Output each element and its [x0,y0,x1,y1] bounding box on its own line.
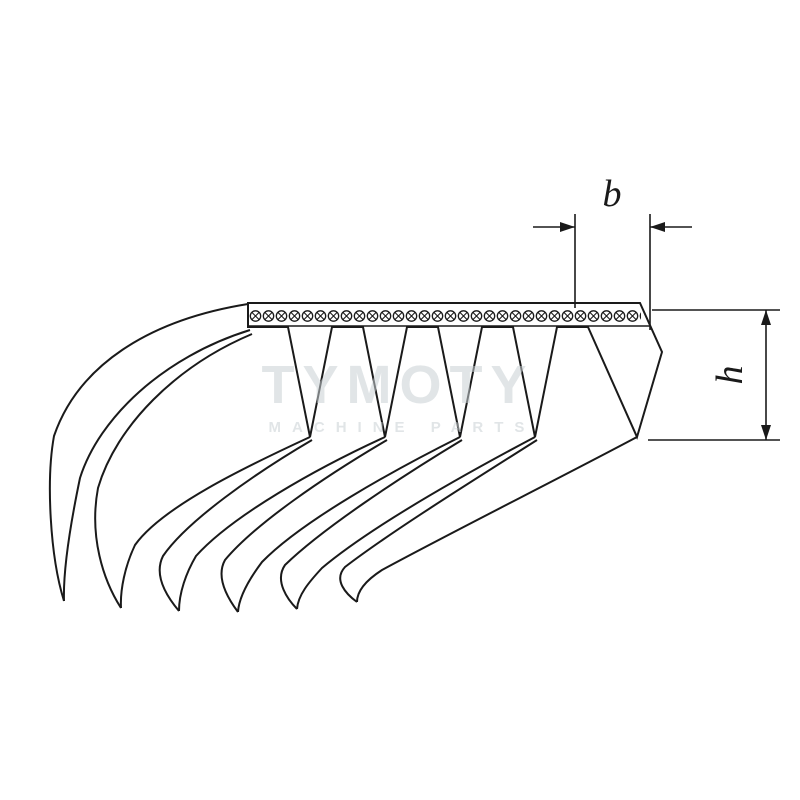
belt-bend-curves [48,303,638,613]
bend-curve [178,436,386,612]
bend-curve [220,439,388,613]
dimension-b-label: b [603,173,622,215]
bend-curve [48,303,249,602]
bend-curve [158,439,313,612]
bend-curve [279,439,463,610]
dimension-h-arrowhead-top [761,310,771,325]
bend-curve [237,436,461,613]
bend-curve [356,436,638,603]
dimension-b: b [533,173,692,330]
dimension-h-arrowhead-bottom [761,425,771,440]
bend-curve [94,333,253,609]
belt-face-outline [247,302,664,440]
watermark-subtitle: MACHINE PARTS [269,419,536,436]
bend-curve [62,329,251,602]
bend-curve [119,436,311,609]
belt-band-pattern [249,306,641,326]
watermark-title: TYMOTY [262,355,535,415]
dimension-h: h [648,309,780,441]
dimension-b-arrowhead-left [560,222,575,232]
dimension-h-label: h [709,366,751,385]
dimension-b-arrowhead-right [650,222,665,232]
bend-curve [339,439,538,603]
bend-curve [296,436,536,610]
watermark: TYMOTY MACHINE PARTS [262,355,536,436]
